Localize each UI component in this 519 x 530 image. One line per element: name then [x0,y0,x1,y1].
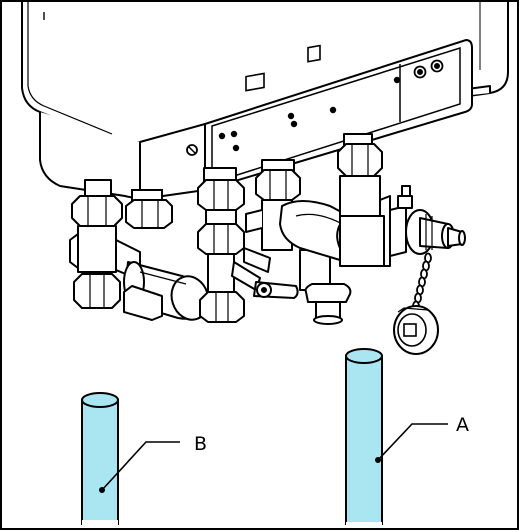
right-valve [337,133,466,267]
indicator-window [307,44,321,63]
callout-b: B [99,433,207,493]
control-panel [186,38,473,192]
pipe-a [345,348,383,530]
display-window [245,72,265,92]
chain [412,252,432,312]
middle-valve [197,167,299,323]
label-a: A [456,414,469,436]
callout-a: A [375,414,469,463]
left-rear-fitting [125,189,173,229]
pipe-b [81,392,119,530]
drain-cap-on-chain [393,252,439,355]
drain-nozzle [405,209,466,255]
label-b: B [194,433,207,455]
